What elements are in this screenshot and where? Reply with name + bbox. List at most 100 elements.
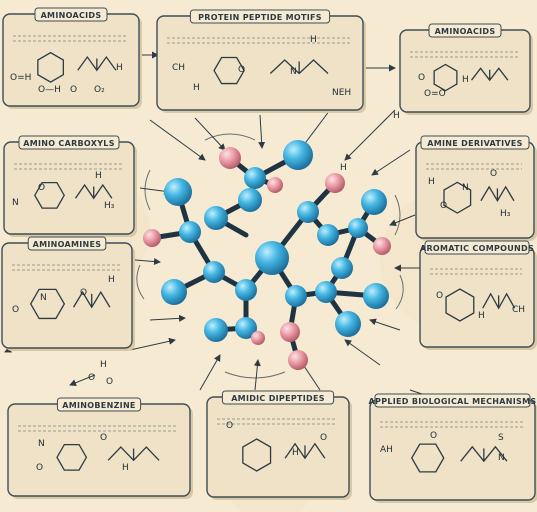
atom-label: O — [80, 288, 87, 298]
atom-label: O — [70, 85, 77, 95]
blue-atom — [285, 285, 307, 307]
free-label: O — [88, 373, 95, 383]
panel-title-tab — [27, 236, 107, 251]
free-label: H — [393, 111, 400, 121]
panel-title: AMINOACIDS — [435, 27, 496, 36]
pink-atom — [373, 237, 391, 255]
panel-title-tab — [189, 9, 331, 24]
atom-label: O — [418, 73, 425, 83]
atom-label: N — [498, 453, 505, 463]
atom-label: N — [12, 198, 19, 208]
atom-label: N — [290, 67, 297, 77]
ring-structure — [433, 63, 458, 92]
arrow — [194, 117, 226, 151]
panel-title-tab — [56, 397, 142, 412]
arrow — [344, 109, 396, 161]
blue-atom — [255, 241, 289, 275]
atom-label: H₃ — [500, 209, 511, 219]
atom-label: O — [226, 421, 233, 431]
blue-atom — [244, 167, 266, 189]
atom-label: H — [310, 35, 317, 45]
atom-label: O — [12, 305, 19, 315]
ring-structure — [443, 181, 472, 214]
arrow — [258, 114, 266, 149]
panel-title: AMINOBENZINE — [62, 401, 135, 410]
atom-label: NEH — [332, 88, 351, 98]
panel-title: AMINE DERIVATIVES — [427, 139, 523, 148]
blue-atom — [297, 201, 319, 223]
ring-structure — [445, 288, 475, 322]
panel-frame — [1, 242, 133, 349]
atom-label: H — [95, 171, 102, 181]
atom-label: O — [430, 431, 437, 441]
ring-structure — [37, 51, 64, 83]
atom-label: O=O — [424, 89, 446, 99]
panel-title: AROMATIC COMPOUNDS — [420, 244, 534, 253]
atom-label: O — [100, 433, 107, 443]
arrow — [149, 119, 206, 161]
blue-atom — [331, 257, 353, 279]
blue-atom — [203, 261, 225, 283]
ring-structure — [242, 438, 272, 472]
central-molecule — [136, 133, 404, 379]
ring-structure — [410, 443, 445, 473]
atom-label: H — [478, 311, 485, 321]
atom-label: CH — [512, 305, 525, 315]
arrow — [253, 359, 261, 391]
panel-title-tab — [428, 23, 502, 38]
atom-label: H₃ — [104, 201, 115, 211]
ring-structure — [56, 443, 88, 471]
free-label: H — [100, 360, 107, 370]
pink-atom — [325, 173, 345, 193]
molecule-atoms — [143, 140, 391, 370]
panel-frame — [399, 29, 531, 113]
blue-atom — [317, 224, 339, 246]
panel-title: APPLIED BIOLOGICAL MECHANISMS — [369, 397, 537, 406]
panel-frame — [369, 399, 536, 501]
free-label: H — [340, 163, 347, 173]
atom-label: N — [40, 293, 47, 303]
atom-label: H — [193, 83, 200, 93]
arrow — [369, 318, 401, 331]
panel-frame — [7, 403, 191, 497]
blue-atom — [204, 206, 228, 230]
panel-title-tab — [34, 7, 108, 22]
blue-atom — [238, 188, 262, 212]
atom-label: O—H — [38, 85, 61, 95]
panel-title-tab — [221, 390, 335, 405]
atom-label: H — [108, 275, 115, 285]
panel-frame — [415, 141, 535, 239]
atom-label: O — [436, 291, 443, 301]
free-label: O — [106, 377, 113, 387]
atom-label: AH — [380, 445, 393, 455]
atom-label: O — [38, 183, 45, 193]
blue-atom — [204, 318, 228, 342]
pink-atom — [143, 229, 161, 247]
panel-title-tab — [18, 135, 120, 150]
pink-atom — [219, 147, 241, 169]
free-labels: H H O O H — [88, 111, 400, 387]
panel-title: PROTEIN PEPTIDE MOTIFS — [198, 13, 322, 22]
atom-label: H — [122, 463, 129, 473]
atom-label: H — [116, 63, 123, 73]
panel-title-tab — [424, 240, 530, 255]
panel-title: AMIDIC DIPEPTIDES — [231, 394, 325, 403]
atom-label: O — [490, 169, 497, 179]
atom-label: N — [38, 439, 45, 449]
arrow — [344, 339, 381, 366]
arrow — [149, 314, 186, 322]
panel-frame — [3, 141, 135, 235]
panel-title: AMINOACIDS — [41, 11, 102, 20]
atom-label: S — [498, 433, 504, 443]
arrow — [69, 374, 96, 387]
blue-atom — [161, 279, 187, 305]
panel-frame — [206, 396, 350, 498]
